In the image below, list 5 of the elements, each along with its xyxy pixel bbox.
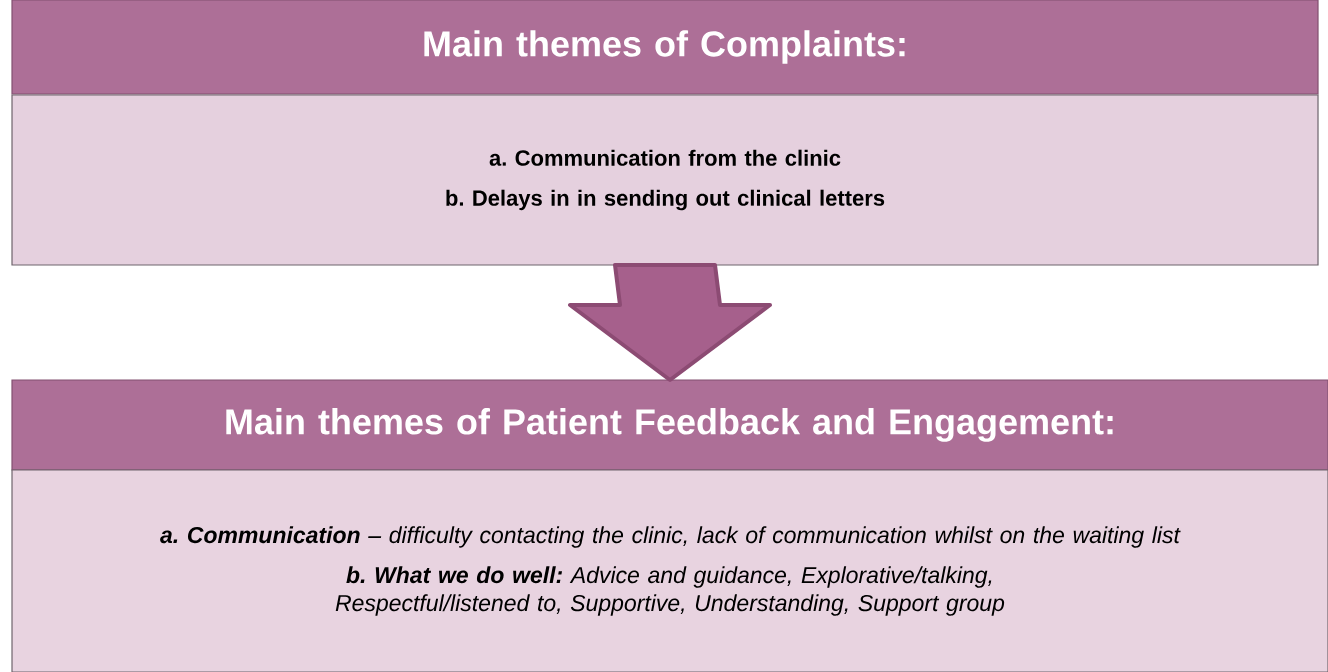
header-band: Main themes of Complaints: — [11, 0, 1319, 95]
header-band: Main themes of Patient Feedback and Engagement: — [11, 379, 1328, 471]
content-box: a. Communication – difficulty contacting the clinic, lack of communication whilst on the waiting list b. What we do well: Advice and guidance, Explorative/talking, Respectful/listened to, Supportive, Understanding, Support group — [11, 469, 1328, 672]
content-box: a. Communication from the clinic b. Delays in in sending out clinical letters — [11, 94, 1319, 266]
block-arrow — [568, 263, 772, 382]
